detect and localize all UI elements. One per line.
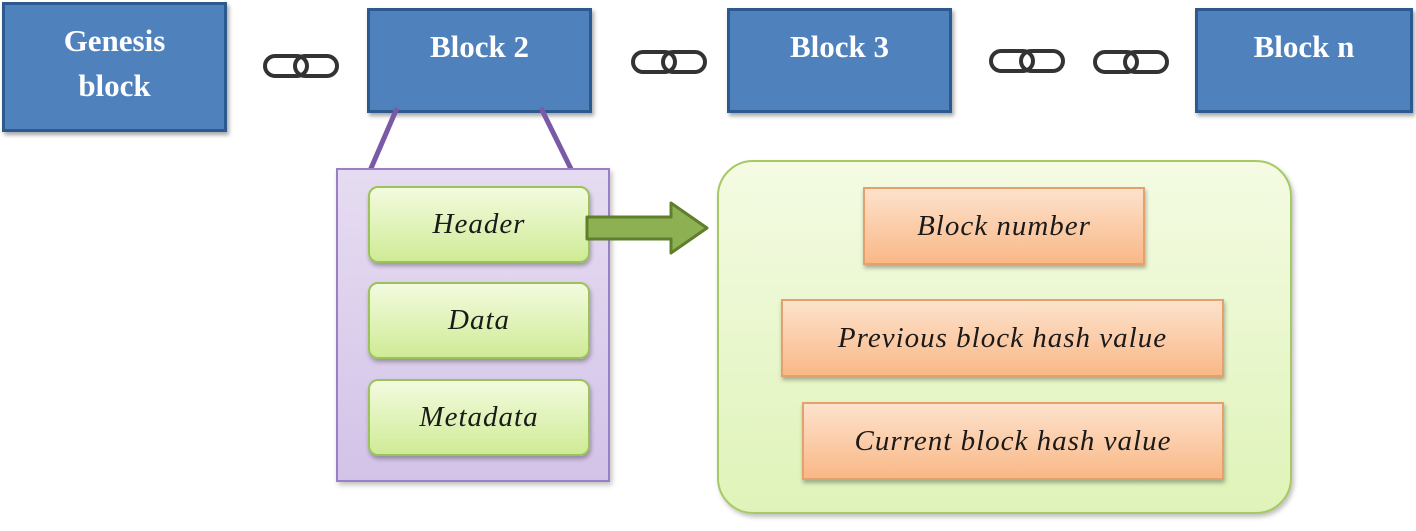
metadata-field-label: Metadata — [419, 401, 539, 433]
data-field-label: Data — [448, 304, 510, 336]
block-n: Block n — [1195, 8, 1413, 113]
current-block-hash-field: Current block hash value — [802, 402, 1224, 480]
block-n-label: Block n — [1253, 29, 1355, 64]
genesis-block-label-line2: block — [78, 67, 151, 103]
chain-link-icon — [263, 54, 339, 78]
block-3-label: Block 3 — [789, 29, 890, 64]
chain-link-icon — [631, 50, 707, 74]
block-number-label: Block number — [917, 209, 1091, 242]
header-field-label: Header — [432, 208, 526, 240]
header-field: Header — [368, 186, 590, 263]
genesis-block: Genesis block — [2, 2, 227, 132]
chain-link-icon — [989, 49, 1065, 73]
previous-block-hash-label: Previous block hash value — [837, 321, 1168, 354]
metadata-field: Metadata — [368, 379, 590, 456]
genesis-block-label-line1: Genesis — [63, 23, 166, 58]
previous-block-hash-field: Previous block hash value — [781, 299, 1224, 377]
current-block-hash-label: Current block hash value — [854, 424, 1172, 457]
block-2-connector-lines — [366, 106, 576, 175]
block-number-field: Block number — [863, 187, 1145, 265]
arrow-right-icon — [585, 201, 709, 255]
block-3: Block 3 — [727, 8, 952, 113]
chain-link-icon — [1093, 50, 1169, 74]
data-field: Data — [368, 282, 590, 359]
block-2: Block 2 — [367, 8, 592, 113]
block-2-label: Block 2 — [429, 29, 530, 64]
